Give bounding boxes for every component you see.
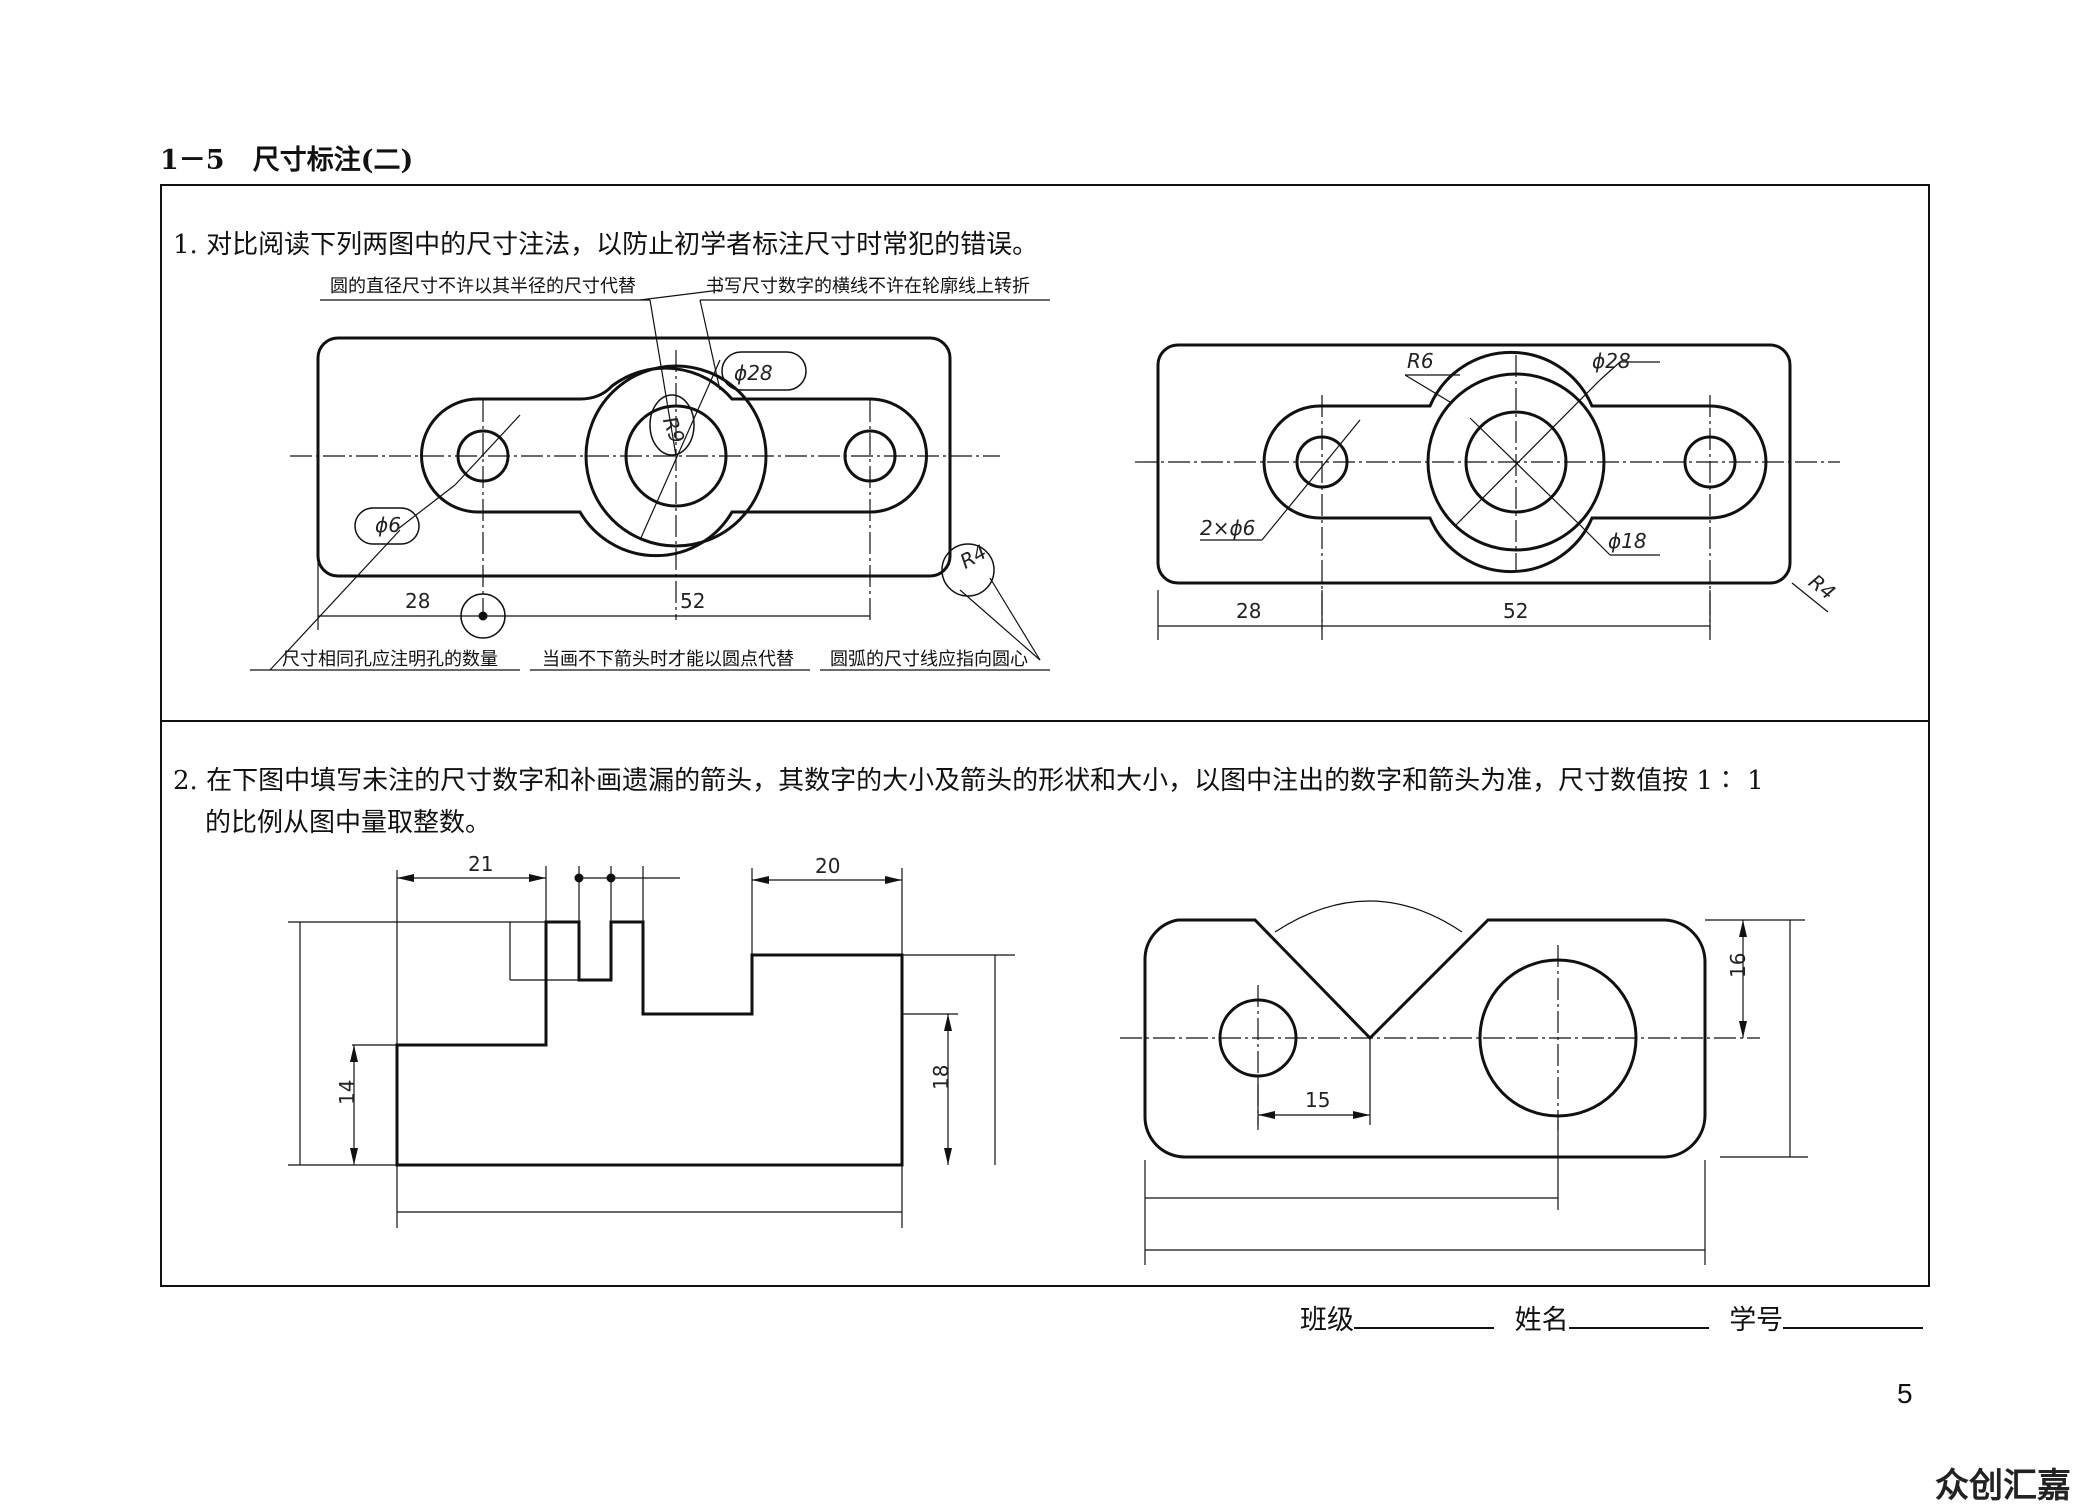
note-dot-arrow: 当画不下箭头时才能以圆点代替 [542, 649, 794, 670]
section-number: 1－5 [160, 145, 225, 176]
drawing-1b [1135, 343, 1840, 640]
phi28-bubble [721, 351, 807, 391]
dim-20: 20 [815, 854, 840, 878]
question-2-text-line1: 2. 在下图中填写未注的尺寸数字和补画遗漏的箭头，其数字的大小及箭头的形状和大小… [173, 766, 1764, 796]
student-info-footer: 班级 姓名 学号 [1300, 1298, 1935, 1337]
dim-18: 18 [929, 1065, 953, 1090]
dim-phi18-right: ϕ18 [1608, 529, 1647, 553]
dim-r9-wrong: R9 [658, 413, 690, 446]
dimlines-2a [288, 866, 1015, 1228]
slot-outline-b [1262, 350, 1768, 574]
drawing-1a [250, 289, 1050, 671]
dot-marker [478, 611, 488, 621]
dim-52-right: 52 [1503, 599, 1528, 623]
dim-28-right: 28 [1236, 599, 1261, 623]
main-frame [160, 184, 1930, 1287]
watermark-logo: 众创汇嘉 [1935, 1466, 2071, 1506]
outer-plate [316, 336, 952, 578]
drawing-2b [1120, 900, 1808, 1265]
outer-plate-b [1156, 343, 1792, 585]
phi6-bubble [354, 507, 420, 545]
dim-14: 14 [335, 1080, 359, 1105]
dim-phi28-wrong: ϕ28 [734, 361, 773, 385]
name-label: 姓名 [1514, 1305, 1569, 1336]
dim-phi6-wrong: ϕ6 [375, 513, 401, 537]
dim-2phi6-right: 2×ϕ6 [1200, 516, 1255, 540]
name-field[interactable] [1568, 1301, 1709, 1329]
centerlines-1a [290, 350, 1000, 620]
frame-divider [160, 720, 1930, 722]
r4-circle [941, 543, 995, 597]
dim-labels: 28 52 ϕ28 R9 ϕ6 R4 28 52 R6 ϕ28 2×ϕ6 ϕ18… [335, 349, 1840, 1112]
class-label: 班级 [1300, 1305, 1354, 1336]
id-label: 学号 [1729, 1305, 1784, 1336]
id-field[interactable] [1783, 1301, 1924, 1329]
centerlines-2b [1120, 945, 1760, 1130]
note-same-holes: 尺寸相同孔应注明孔的数量 [282, 649, 498, 670]
dim-r6-right: R6 [1407, 349, 1434, 373]
angle-arc [1274, 900, 1463, 933]
note-text-line: 书写尺寸数字的横线不许在轮廓线上转折 [706, 276, 1030, 297]
drawing-2a [288, 866, 1015, 1228]
question-2-text-line2: 的比例从图中量取整数。 [205, 808, 492, 838]
note-diameter: 圆的直径尺寸不许以其半径的尺寸代替 [330, 276, 636, 297]
block-outline [395, 920, 904, 1167]
dot-circle [460, 593, 506, 639]
page-number: 5 [1897, 1378, 1913, 1409]
dimlines-1b [1157, 361, 1829, 640]
class-field[interactable] [1354, 1301, 1494, 1329]
dimlines-2b [1144, 919, 1808, 1265]
slot-outline [420, 366, 928, 558]
dim-52-wrong: 52 [680, 589, 705, 613]
dim-15: 15 [1305, 1088, 1330, 1112]
section-title: 尺寸标注(二) [252, 145, 414, 176]
dim-16: 16 [1726, 953, 1750, 978]
dimlines-1a [250, 289, 1050, 671]
dim-21: 21 [468, 852, 493, 876]
section-heading: 1－5 尺寸标注(二) [160, 138, 413, 177]
r9-bubble [649, 394, 695, 456]
note-arc-center: 圆弧的尺寸线应指向圆心 [830, 649, 1028, 670]
vblock-outline [1143, 918, 1707, 1159]
question-1-text: 1. 对比阅读下列两图中的尺寸注法，以防止初学者标注尺寸时常犯的错误。 [173, 230, 1039, 260]
dim-r4-right: R4 [1804, 569, 1840, 604]
dim-phi28-right: ϕ28 [1592, 349, 1631, 373]
dim-28-wrong: 28 [405, 589, 430, 613]
